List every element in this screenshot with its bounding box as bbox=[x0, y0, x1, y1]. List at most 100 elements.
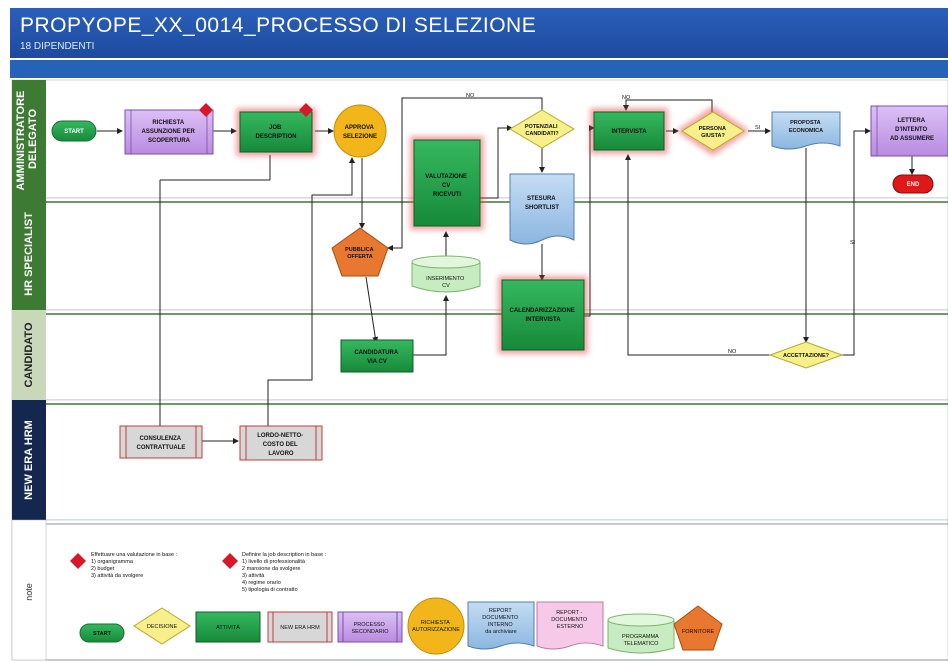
legend-programma: PROGRAMMA TELEMATICO bbox=[607, 613, 675, 654]
legend-fornitore-label: FORNITORE bbox=[682, 629, 715, 635]
lordo-label-1: LORDO-NETTO- bbox=[257, 433, 303, 439]
page-title: PROPYOPE_XX_0014_PROCESSO DI SELEZIONE bbox=[20, 14, 537, 37]
svg-text:REPORT DOCUMENTO: REPORT DOCUMENTO INTERNO da archiviare bbox=[482, 608, 520, 635]
end-node: END bbox=[892, 174, 934, 194]
legend-newera: NEW ERA HRM bbox=[267, 611, 333, 643]
legend-processo-label-2: SECONDARIO bbox=[352, 629, 390, 635]
legend-programma-label-1: PROGRAMMA bbox=[622, 634, 659, 640]
legend-report-esterno-label-3: ESTERNO bbox=[557, 624, 584, 630]
lane-label-amministratore-2: DELEGATO bbox=[27, 109, 39, 170]
svg-text:STESURA SHORTLIST: STESURA SHORTLIST bbox=[525, 196, 559, 211]
candidatura-label-2: VIA CV bbox=[367, 359, 387, 365]
job-description-node: JOB DESCRIPTION bbox=[236, 103, 316, 156]
pubblica-label-2: OFFERTA bbox=[347, 254, 373, 260]
legend-report-esterno-label-2: DOCUMENTO bbox=[551, 617, 588, 623]
note2-line-4: 3) attività bbox=[242, 573, 265, 579]
legend-processo: PROCESSO SECONDARIO bbox=[337, 611, 403, 643]
legend-report-esterno: REPORT - DOCUMENTO ESTERNO bbox=[536, 601, 604, 650]
note1-line-4: 3) attività da svolgere bbox=[91, 573, 143, 579]
end-label: END bbox=[907, 182, 920, 188]
svg-text:CONSULENZA CONTRATTUALE: CONSULENZA CONTRATTUALE bbox=[137, 436, 186, 451]
note1-line-1: Effettuare una valutazione in base : bbox=[91, 552, 178, 558]
note-marker-icon bbox=[222, 553, 238, 569]
svg-text:AMMINISTRATORE DELEGATO: AMMINISTRATORE DELEGATO bbox=[15, 88, 39, 191]
calendarizzazione-label-2: INTERVISTA bbox=[525, 317, 561, 323]
page-subtitle: 18 DIPENDENTI bbox=[20, 41, 95, 52]
svg-text:PROCESSO SECONDARIO: PROCESSO SECONDARIO bbox=[352, 622, 390, 635]
lettera-label-2: D'INTENTO bbox=[895, 127, 927, 133]
lordo-label-2: COSTO DEL bbox=[263, 442, 298, 448]
richiesta-label-2: ASSUNZIONE PER bbox=[141, 129, 195, 135]
lettera-label-3: AD ASSUMERE bbox=[890, 136, 934, 142]
edge-label-no-3: NO bbox=[728, 349, 737, 355]
valutazione-label-1: VALUTAZIONE bbox=[425, 174, 467, 180]
calendarizzazione-label-1: CALENDARIZZAZIONE bbox=[509, 308, 574, 314]
stesura-label-2: SHORTLIST bbox=[525, 205, 559, 211]
legend-report-interno-label-1: REPORT bbox=[489, 608, 512, 614]
calendarizzazione-node: CALENDARIZZAZIONE INTERVISTA bbox=[498, 276, 588, 354]
consulenza-label-1: CONSULENZA bbox=[139, 436, 181, 442]
svg-text:PROPOSTA ECONOMICA: PROPOSTA ECONOMICA bbox=[789, 120, 823, 134]
lordo-label-3: LAVORO bbox=[268, 451, 294, 457]
persona-label-1: PERSONA bbox=[699, 126, 726, 132]
lane-label-note: note bbox=[24, 583, 34, 601]
approva-label-2: SELEZIONE bbox=[343, 134, 377, 140]
note1-line-3: 2) budget bbox=[91, 566, 115, 572]
job-label-2: DESCRIPTION bbox=[255, 134, 296, 140]
richiesta-label-3: SCOPERTURA bbox=[148, 138, 191, 144]
svg-text:VALUTAZIONE CV RIC: VALUTAZIONE CV RICEVUTI bbox=[425, 174, 468, 198]
legend-report-interno-label-3: INTERNO bbox=[488, 622, 513, 628]
lordo-node: LORDO-NETTO- COSTO DEL LAVORO bbox=[239, 425, 323, 461]
start-label: START bbox=[64, 129, 84, 135]
richiesta-node: RICHIESTA ASSUNZIONE PER SCOPERTURA bbox=[124, 103, 214, 155]
lane-header-candidato: CANDIDATO bbox=[12, 310, 46, 400]
proposta-node: PROPOSTA ECONOMICA bbox=[771, 111, 841, 150]
svg-text:CANDIDATURA VIA CV: CANDIDATURA VIA CV bbox=[354, 350, 399, 365]
legend-start-label: START bbox=[93, 631, 112, 637]
inserimento-label-1: INSERIMENTO bbox=[426, 276, 465, 282]
inserimento-node: INSERIMENTO CV bbox=[411, 255, 481, 293]
approva-label-1: APPROVA bbox=[345, 125, 375, 131]
potenziali-decision: POTENZIALI CANDIDATI? bbox=[509, 109, 575, 149]
lane-header-amministratore: AMMINISTRATORE DELEGATO bbox=[12, 80, 46, 198]
valutazione-node: VALUTAZIONE CV RICEVUTI bbox=[410, 136, 484, 230]
candidatura-label-1: CANDIDATURA bbox=[354, 350, 399, 356]
svg-text:RICHIESTA ASSUNZIONE PER: RICHIESTA ASSUNZIONE PER SCOPERTURA bbox=[141, 120, 196, 144]
header-bar: PROPYOPE_XX_0014_PROCESSO DI SELEZIONE 1… bbox=[10, 8, 948, 58]
legend-newera-label: NEW ERA HRM bbox=[280, 625, 320, 631]
legend-attivita-label: ATTIVITÀ bbox=[216, 624, 240, 631]
approva-node: APPROVA SELEZIONE bbox=[333, 104, 387, 158]
edge-label-no-2: NO bbox=[622, 95, 631, 101]
consulenza-label-2: CONTRATTUALE bbox=[137, 445, 186, 451]
lettera-label-1: LETTERA bbox=[897, 118, 925, 124]
proposta-label-2: ECONOMICA bbox=[789, 128, 823, 134]
legend-richiesta-label-2: AUTORIZZAZIONE bbox=[412, 627, 460, 633]
connectors bbox=[97, 97, 915, 444]
lane-label-hr: HR SPECIALIST bbox=[23, 212, 35, 296]
lane-label-newera: NEW ERA HRM bbox=[23, 420, 35, 500]
intervista-node: INTERVISTA bbox=[590, 108, 668, 154]
legend-processo-label-1: PROCESSO bbox=[354, 622, 386, 628]
lane-label-candidato: CANDIDATO bbox=[23, 322, 35, 387]
note2-line-3: 2 mansione da svolgere bbox=[242, 566, 300, 572]
svg-text:POTENZIALI CANDIDATI?: POTENZIALI CANDIDATI? bbox=[525, 124, 559, 137]
svg-text:PROGRAMMA TELEMATICO: PROGRAMMA TELEMATICO bbox=[622, 634, 660, 647]
svg-text:CALENDARIZZAZIONE INTERV: CALENDARIZZAZIONE INTERVISTA bbox=[509, 308, 576, 323]
edge-label-no-1: NO bbox=[466, 93, 475, 99]
persona-label-2: GIUSTA? bbox=[701, 133, 725, 139]
richiesta-label-1: RICHIESTA bbox=[152, 120, 185, 126]
legend-report-interno: REPORT DOCUMENTO INTERNO da archiviare bbox=[467, 601, 535, 650]
stesura-label-1: STESURA bbox=[527, 196, 556, 202]
svg-text:PERSONA GIUSTA?: PERSONA GIUSTA? bbox=[699, 126, 728, 139]
legend-report-esterno-label-1: REPORT - bbox=[556, 610, 582, 616]
svg-text:PUBBLICA OFFERTA: PUBBLICA OFFERTA bbox=[345, 247, 375, 260]
edge-label-si-2: SI bbox=[850, 240, 856, 246]
pubblica-node: PUBBLICA OFFERTA bbox=[331, 227, 389, 277]
pubblica-label-1: PUBBLICA bbox=[345, 247, 373, 253]
legend-report-interno-label-4: da archiviare bbox=[485, 629, 517, 635]
candidatura-node: CANDIDATURA VIA CV bbox=[340, 339, 414, 373]
persona-decision: PERSONA GIUSTA? bbox=[676, 106, 750, 156]
svg-text:JOB DESCRIPTION: JOB DESCRIPTION bbox=[255, 125, 296, 140]
svg-text:RICHIESTA AUTORIZZAZIO: RICHIESTA AUTORIZZAZIONE bbox=[412, 620, 460, 633]
svg-text:INSERIMENTO CV: INSERIMENTO CV bbox=[426, 276, 466, 289]
